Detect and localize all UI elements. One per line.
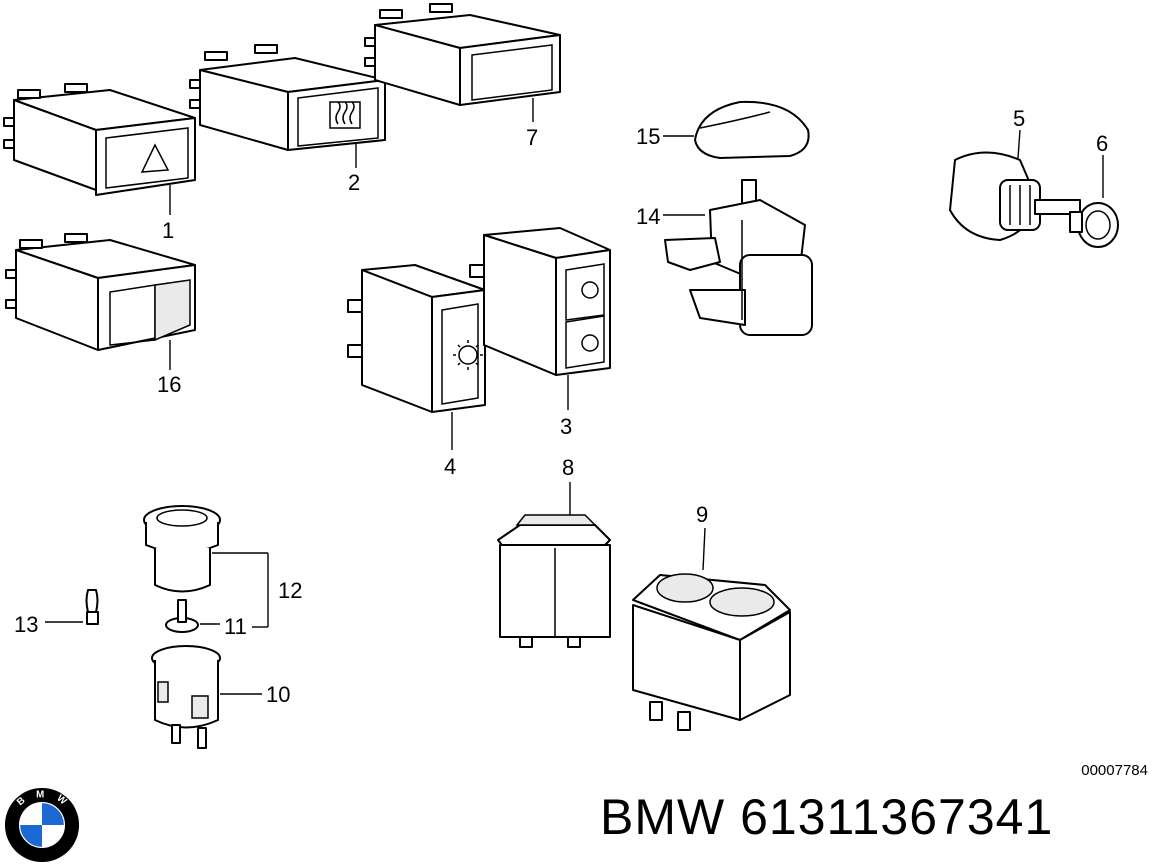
callout-3: 3 [560, 414, 572, 439]
part-16-rocker-switch [5, 233, 196, 351]
part-13-bulb [85, 589, 99, 625]
part-number-title: BMW 61311367341 [600, 789, 1054, 845]
callout-9: 9 [696, 502, 708, 527]
part-3-double-switch [469, 227, 611, 376]
callout-8: 8 [562, 455, 574, 480]
callout-4: 4 [444, 454, 456, 479]
part-2-defrost-switch [189, 44, 386, 151]
part-7-blank-switch [364, 3, 561, 106]
hazard-triangle-icon [140, 143, 170, 173]
part-9-double-push-switch [632, 573, 791, 731]
part-1-hazard-switch [3, 83, 196, 196]
callout-10: 10 [266, 682, 290, 707]
fan-icon [581, 334, 599, 352]
callout-15: 15 [636, 124, 660, 149]
callout-12: 12 [278, 578, 302, 603]
svg-text:M: M [36, 790, 44, 801]
diagram-id: 00007784 [1081, 762, 1148, 779]
leader-lines [45, 98, 1104, 695]
part-15-knob-cap [694, 100, 810, 159]
light-icon [581, 281, 599, 299]
part-8-push-switch [497, 514, 611, 648]
callout-11: 11 [224, 614, 247, 639]
callout-2: 2 [348, 170, 360, 195]
part-6-small-knob [1069, 202, 1119, 248]
bmw-logo: B M W [4, 787, 80, 863]
part-14-rotary-switch [664, 179, 813, 336]
callout-6: 6 [1096, 131, 1108, 156]
light-icon [453, 340, 483, 370]
part-5-gear-housing [949, 151, 1081, 241]
part-12-lighter-cap [143, 505, 221, 593]
callout-13: 13 [14, 612, 38, 637]
callout-5: 5 [1013, 106, 1025, 131]
rear-defrost-icon [329, 101, 361, 129]
callout-1: 1 [162, 218, 174, 243]
callout-16: 16 [157, 372, 181, 397]
part-4-light-switch [347, 264, 486, 413]
part-10-lighter-socket [151, 645, 221, 749]
callout-14: 14 [636, 204, 660, 229]
part-11-lighter-element [165, 599, 199, 633]
callout-7: 7 [526, 125, 538, 150]
